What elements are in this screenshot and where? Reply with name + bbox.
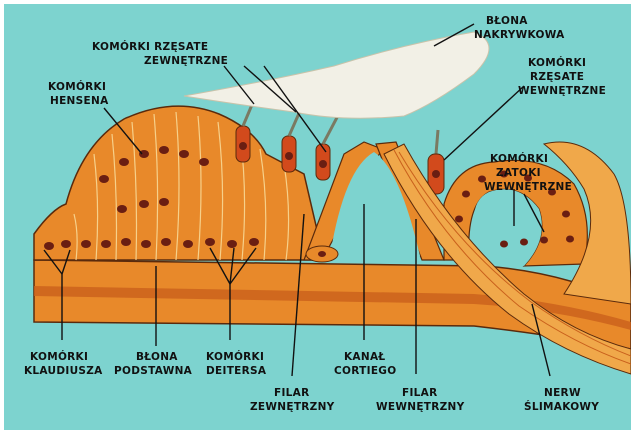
label-blona-nakrywkowa: BŁONA NAKRYWKOWA xyxy=(474,15,565,41)
label-komorki-klaudiusza: KOMÓRKI KLAUDIUSZA xyxy=(24,350,103,377)
tectorial-membrane xyxy=(184,32,489,118)
label-blona-podstawna: BŁONA PODSTAWNA xyxy=(114,351,193,377)
label-komorki-rzesate-wewnetrzne: KOMÓRKI RZĘSATE WEWNĘTRZNE xyxy=(518,56,606,97)
label-komorki-deitersa: KOMÓRKI DEITERSA xyxy=(206,350,268,377)
label-nerw-slimakowy: NERW ŚLIMAKOWY xyxy=(524,387,599,413)
diagram-canvas: BŁONA NAKRYWKOWA KOMÓRKI RZĘSATE ZEWNĘTR… xyxy=(4,4,631,430)
label-filar-wewnetrzny: FILAR WEWNĘTRZNY xyxy=(376,387,465,413)
label-komorki-hensena: KOMÓRKI HENSENA xyxy=(48,80,110,107)
label-filar-zewnetrzny: FILAR ZEWNĘTRZNY xyxy=(250,387,335,413)
spiral-limbus xyxy=(474,189,542,266)
nucleus xyxy=(318,251,326,257)
label-komorki-rzesate-zewnetrzne: KOMÓRKI RZĘSATE ZEWNĘTRZNE xyxy=(92,40,228,67)
label-kanal-cortiego: KANAŁ CORTIEGO xyxy=(334,351,396,377)
